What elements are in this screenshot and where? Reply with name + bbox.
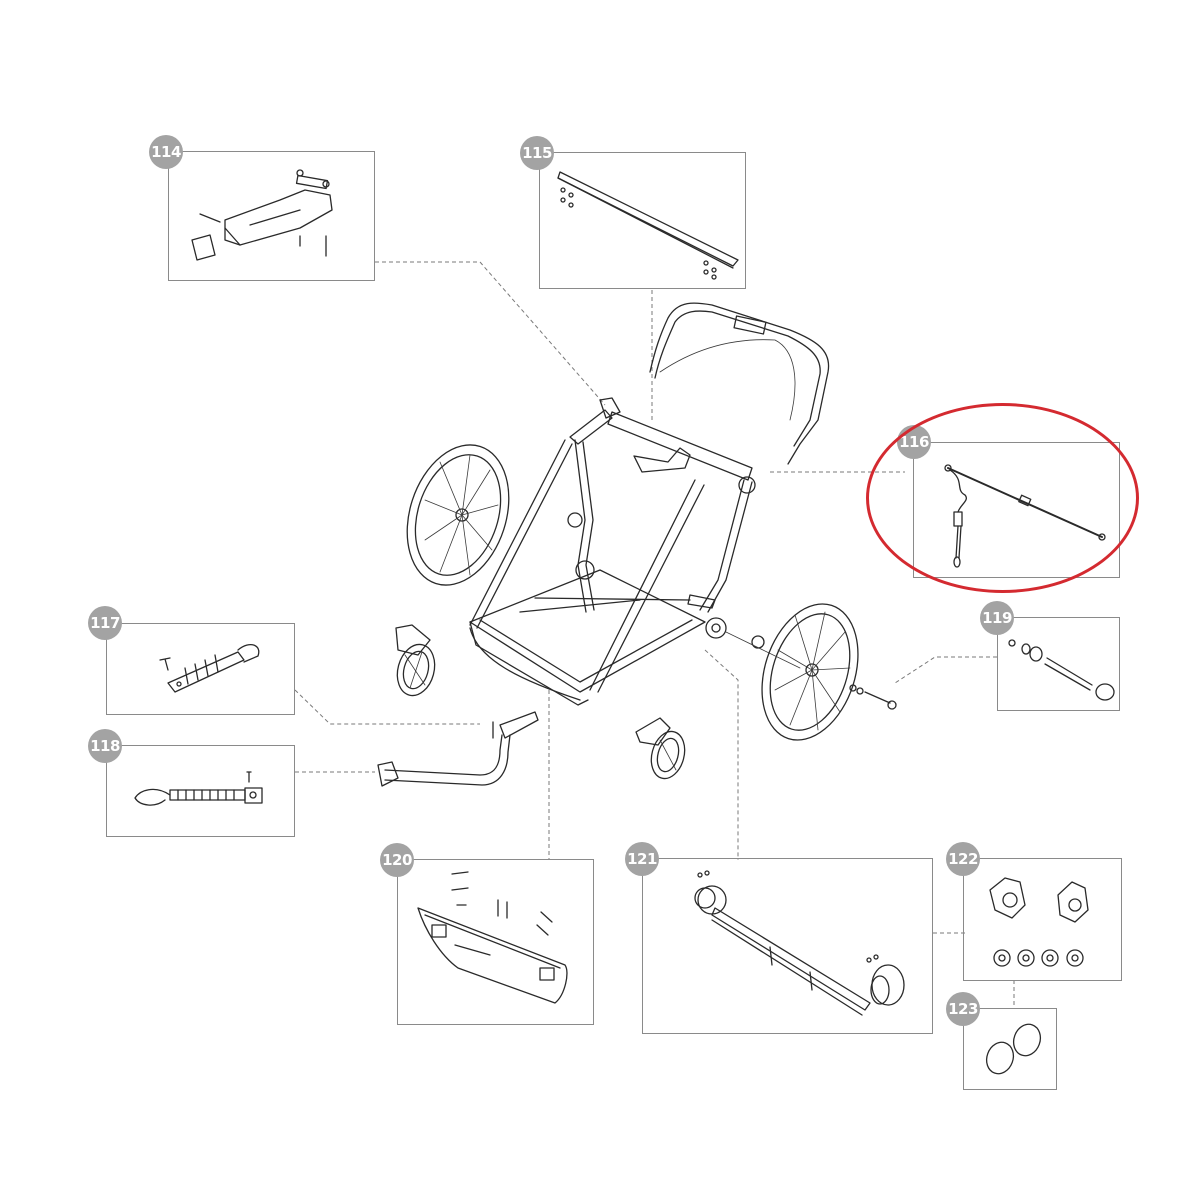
part-badge-120: 120 (380, 843, 414, 877)
part-123-drawing (985, 1023, 1042, 1075)
part-box-121 (642, 858, 933, 1034)
part-box-117 (106, 623, 295, 715)
part-box-122 (963, 858, 1122, 981)
part-box-118 (106, 745, 295, 837)
highlight-ring-116 (866, 403, 1139, 593)
front-wheel-left (395, 624, 436, 697)
tow-arm (377, 711, 539, 787)
part-121-drawing (694, 870, 905, 1016)
right-rear-wheel (725, 603, 897, 741)
part-badge-121: 121 (625, 842, 659, 876)
part-badge-119: 119 (980, 601, 1014, 635)
part-117-drawing (159, 643, 260, 693)
part-badge-114: 114 (149, 135, 183, 169)
part-badge-117: 117 (88, 606, 122, 640)
part-box-123 (963, 1008, 1057, 1090)
part-122-drawing (989, 877, 1089, 967)
part-box-120 (397, 859, 594, 1025)
part-118-drawing (134, 771, 263, 806)
left-rear-wheel (406, 444, 510, 586)
part-119-drawing (1008, 639, 1115, 701)
front-wheel-right (635, 717, 686, 780)
part-box-119 (997, 617, 1120, 711)
stroller-frame (469, 302, 830, 706)
part-badge-118: 118 (88, 729, 122, 763)
part-115-drawing (557, 171, 739, 280)
part-box-115 (539, 152, 746, 289)
part-114-drawing (191, 169, 333, 261)
part-120-drawing (417, 871, 568, 1004)
part-badge-123: 123 (946, 992, 980, 1026)
part-box-114 (168, 151, 375, 281)
part-badge-115: 115 (520, 136, 554, 170)
part-badge-122: 122 (946, 842, 980, 876)
